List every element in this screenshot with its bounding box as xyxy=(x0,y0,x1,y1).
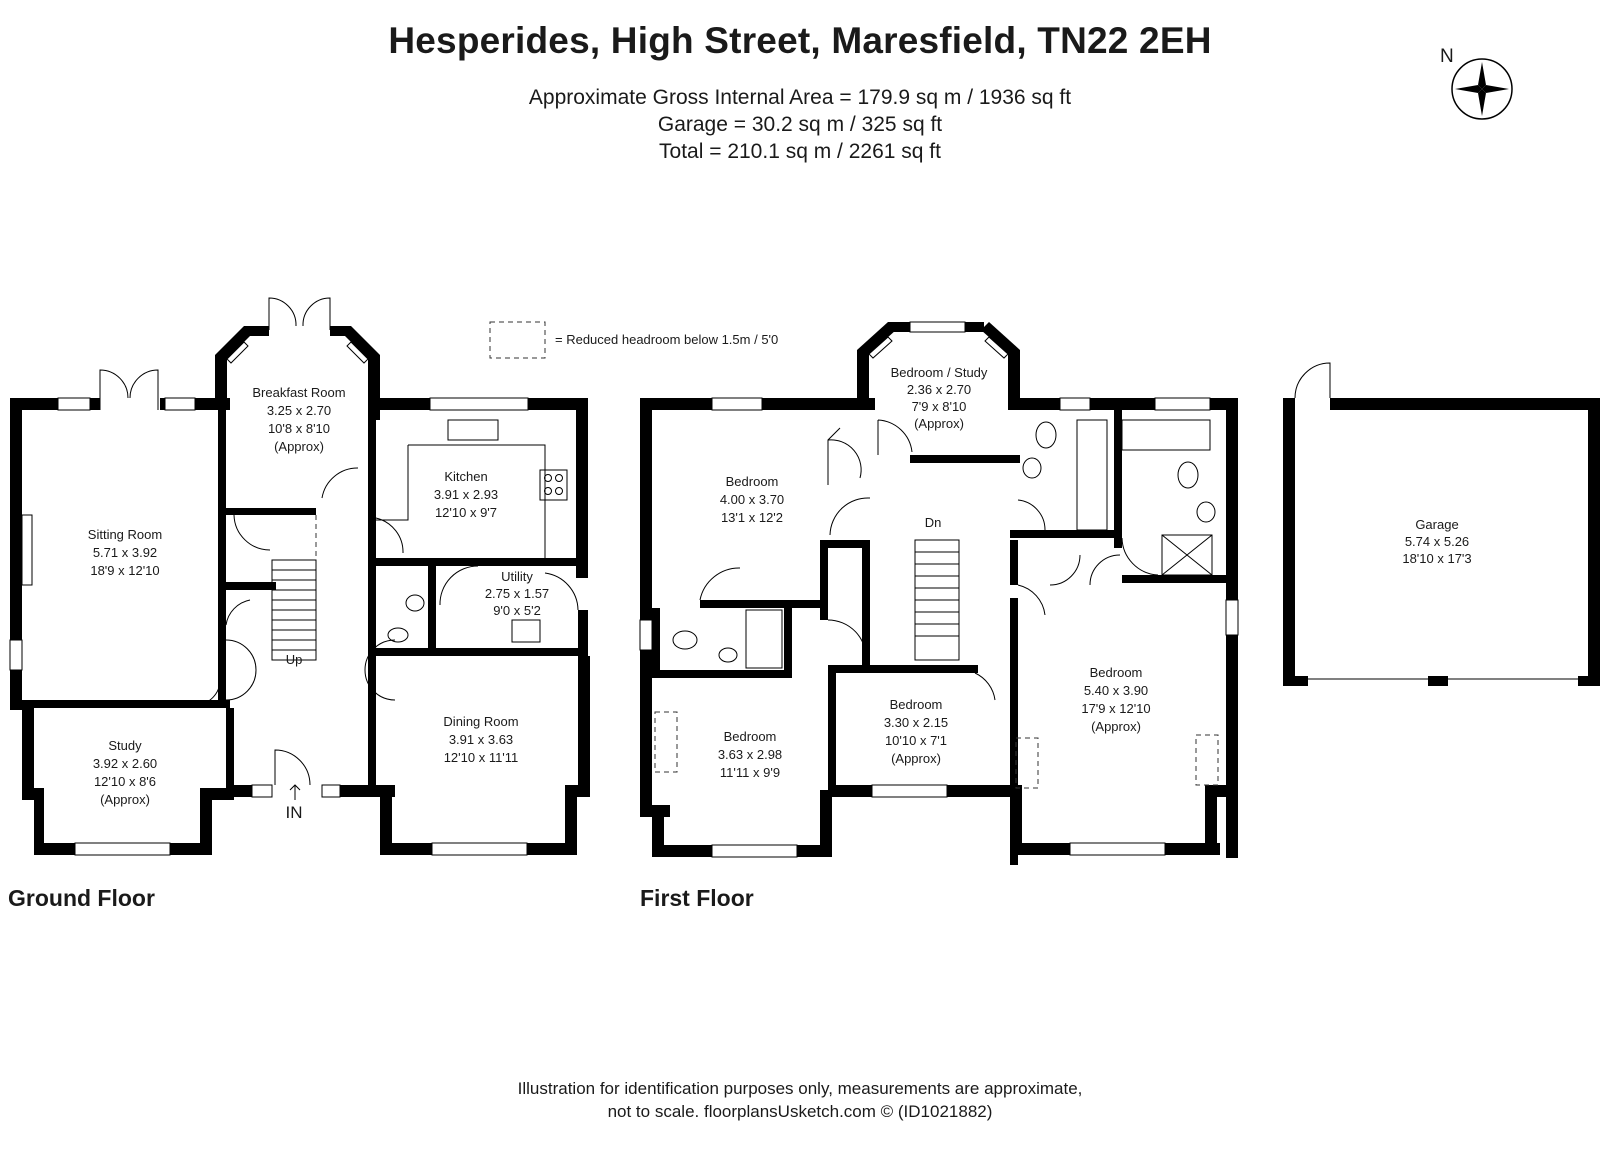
study-imperial: 12'10 x 8'6 xyxy=(94,774,156,789)
bedroom-2-name: Bedroom xyxy=(724,729,777,744)
bedroom-4-note: (Approx) xyxy=(1091,719,1141,734)
bedroom-4-name: Bedroom xyxy=(1090,665,1143,680)
garage-imperial: 18'10 x 17'3 xyxy=(1402,551,1471,566)
utility-name: Utility xyxy=(501,569,533,584)
kitchen-imperial: 12'10 x 9'7 xyxy=(435,505,497,520)
gross-internal-area: Approximate Gross Internal Area = 179.9 … xyxy=(528,86,1072,109)
total-area: Total = 210.1 sq m / 2261 sq ft xyxy=(659,140,941,163)
plan-title: Hesperides, High Street, Maresfield, TN2… xyxy=(388,20,1212,61)
bedroom-study-imperial: 7'9 x 8'10 xyxy=(912,399,967,414)
bedroom-study-name: Bedroom / Study xyxy=(891,365,988,380)
ground-floor-label: Ground Floor xyxy=(8,885,155,911)
sitting-room-name: Sitting Room xyxy=(88,527,162,542)
first-floor-plan xyxy=(639,321,1239,865)
ground-floor-plan xyxy=(9,297,590,856)
first-floor-label: First Floor xyxy=(640,885,754,911)
bedroom-4-metric: 5.40 x 3.90 xyxy=(1084,683,1148,698)
study-note: (Approx) xyxy=(100,792,150,807)
sitting-room-metric: 5.71 x 3.92 xyxy=(93,545,157,560)
utility-metric: 2.75 x 1.57 xyxy=(485,586,549,601)
disclaimer-line-1: Illustration for identification purposes… xyxy=(517,1079,1083,1098)
breakfast-room-metric: 3.25 x 2.70 xyxy=(267,403,331,418)
bedroom-3-metric: 3.30 x 2.15 xyxy=(884,715,948,730)
garage-plan xyxy=(1283,362,1600,686)
reduced-headroom-swatch xyxy=(489,321,546,359)
study-name: Study xyxy=(108,738,142,753)
legend-text: = Reduced headroom below 1.5m / 5'0 xyxy=(555,332,778,347)
entrance-label: IN xyxy=(286,803,303,822)
dining-room-metric: 3.91 x 3.63 xyxy=(449,732,513,747)
dining-room-imperial: 12'10 x 11'11 xyxy=(444,750,519,765)
ground-stairs-label: Up xyxy=(286,652,303,667)
bedroom-study-metric: 2.36 x 2.70 xyxy=(907,382,971,397)
breakfast-room-name: Breakfast Room xyxy=(252,385,345,400)
compass-rose-icon xyxy=(1451,58,1513,120)
area-summary: Approximate Gross Internal Area = 179.9 … xyxy=(0,84,1600,165)
disclaimer: Illustration for identification purposes… xyxy=(0,1077,1600,1123)
room-labels: Breakfast Room 3.25 x 2.70 10'8 x 8'10 (… xyxy=(88,365,1472,822)
legend: = Reduced headroom below 1.5m / 5'0 xyxy=(489,321,778,359)
bedroom-1-metric: 4.00 x 3.70 xyxy=(720,492,784,507)
disclaimer-line-2: not to scale. floorplansUsketch.com © (I… xyxy=(607,1102,993,1121)
bedroom-4-imperial: 17'9 x 12'10 xyxy=(1081,701,1150,716)
garage-metric: 5.74 x 5.26 xyxy=(1405,534,1469,549)
first-stairs-label: Dn xyxy=(925,515,942,530)
utility-imperial: 9'0 x 5'2 xyxy=(493,603,541,618)
garage-name: Garage xyxy=(1415,517,1458,532)
bedroom-3-note: (Approx) xyxy=(891,751,941,766)
breakfast-room-note: (Approx) xyxy=(274,439,324,454)
bedroom-1-name: Bedroom xyxy=(726,474,779,489)
breakfast-room-imperial: 10'8 x 8'10 xyxy=(268,421,330,436)
north-label: N xyxy=(1440,46,1454,67)
dining-room-name: Dining Room xyxy=(443,714,518,729)
garage-area: Garage = 30.2 sq m / 325 sq ft xyxy=(657,113,943,136)
kitchen-name: Kitchen xyxy=(444,469,487,484)
bedroom-3-imperial: 10'10 x 7'1 xyxy=(885,733,947,748)
bedroom-1-imperial: 13'1 x 12'2 xyxy=(721,510,783,525)
kitchen-metric: 3.91 x 2.93 xyxy=(434,487,498,502)
sitting-room-imperial: 18'9 x 12'10 xyxy=(90,563,159,578)
bedroom-3-name: Bedroom xyxy=(890,697,943,712)
bedroom-2-imperial: 11'11 x 9'9 xyxy=(720,765,780,780)
bedroom-2-metric: 3.63 x 2.98 xyxy=(718,747,782,762)
bedroom-study-note: (Approx) xyxy=(914,416,964,431)
study-metric: 3.92 x 2.60 xyxy=(93,756,157,771)
